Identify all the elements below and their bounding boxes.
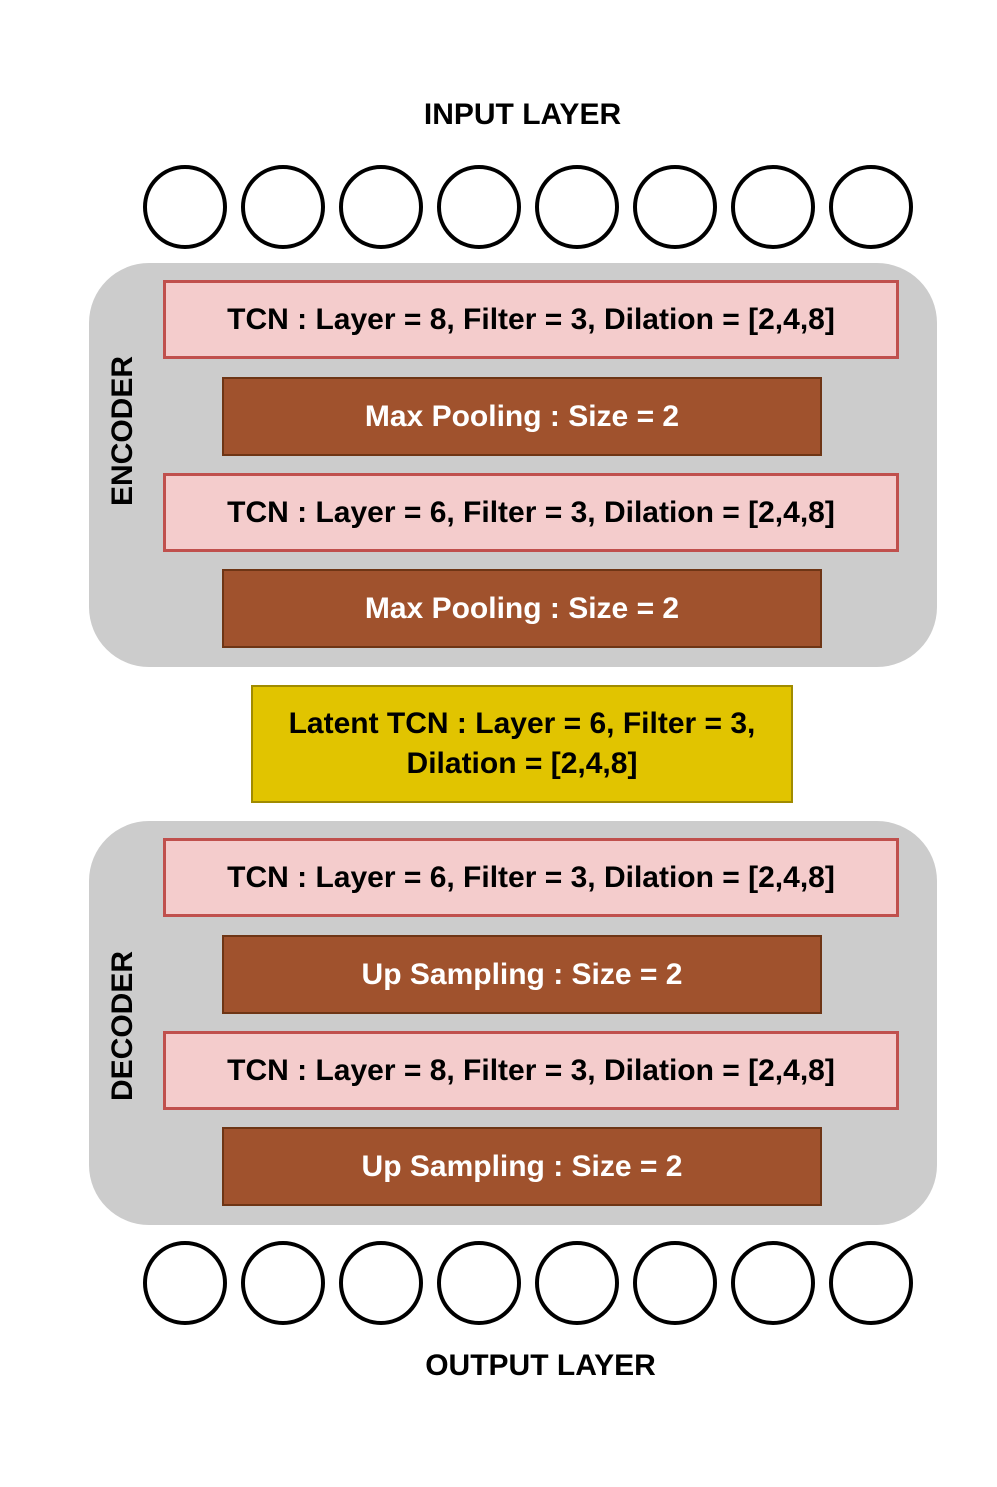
output-node <box>535 1241 619 1325</box>
encoder-tcn-block-2: TCN : Layer = 6, Filter = 3, Dilation = … <box>163 473 899 552</box>
input-node <box>339 165 423 249</box>
decoder-tcn-block-2: TCN : Layer = 8, Filter = 3, Dilation = … <box>163 1031 899 1110</box>
encoder-tcn-block-1: TCN : Layer = 8, Filter = 3, Dilation = … <box>163 280 899 359</box>
output-node <box>339 1241 423 1325</box>
input-node <box>731 165 815 249</box>
decoder-upsampling-block-2: Up Sampling : Size = 2 <box>222 1127 822 1206</box>
encoder-label: ENCODER <box>106 355 139 506</box>
output-node <box>633 1241 717 1325</box>
input-node <box>633 165 717 249</box>
output-layer-title: OUTPUT LAYER <box>425 1349 656 1382</box>
decoder-tcn-block-1: TCN : Layer = 6, Filter = 3, Dilation = … <box>163 838 899 917</box>
input-layer-title: INPUT LAYER <box>423 98 622 131</box>
input-node <box>829 165 913 249</box>
output-node <box>437 1241 521 1325</box>
input-node <box>241 165 325 249</box>
decoder-label: DECODER <box>106 950 139 1101</box>
encoder-maxpool-block-1: Max Pooling : Size = 2 <box>222 377 822 456</box>
latent-line-1: Latent TCN : Layer = 6, Filter = 3, <box>288 707 756 740</box>
input-node <box>437 165 521 249</box>
input-node <box>535 165 619 249</box>
latent-line-2: Dilation = [2,4,8] <box>406 747 638 780</box>
output-node <box>143 1241 227 1325</box>
input-node <box>143 165 227 249</box>
output-node <box>241 1241 325 1325</box>
decoder-upsampling-block-1: Up Sampling : Size = 2 <box>222 935 822 1014</box>
output-layer-nodes <box>143 1241 913 1325</box>
input-layer-nodes <box>143 165 913 249</box>
output-node <box>829 1241 913 1325</box>
latent-tcn-block: Latent TCN : Layer = 6, Filter = 3, Dila… <box>251 685 793 803</box>
output-node <box>731 1241 815 1325</box>
encoder-maxpool-block-2: Max Pooling : Size = 2 <box>222 569 822 648</box>
